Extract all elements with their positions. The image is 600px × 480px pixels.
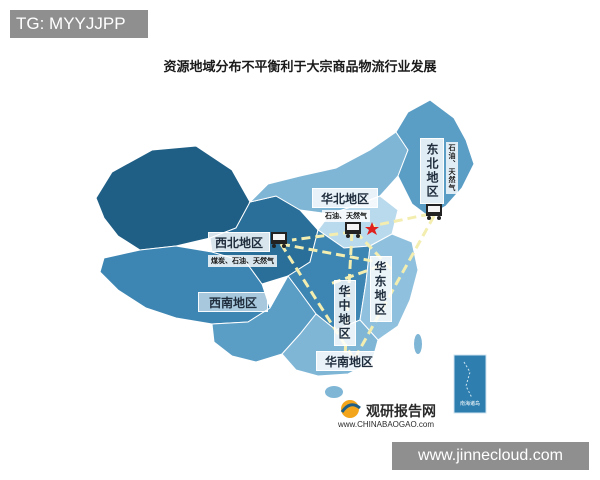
label-north: 华北地区 — [312, 188, 378, 208]
truck-icon — [271, 232, 287, 248]
route-north-nw — [291, 230, 353, 242]
route-nw-south — [279, 243, 354, 357]
label-northeast: 东北地区 — [420, 138, 444, 204]
truck-icon — [345, 222, 361, 238]
label-south: 华南地区 — [316, 351, 382, 371]
label-central: 华中地区 — [334, 280, 356, 346]
label-southwest: 西南地区 — [198, 292, 268, 312]
island-taiwan — [414, 334, 422, 354]
label-north-resources: 石油、天然气 — [322, 210, 370, 222]
bottom-watermark: www.jinnecloud.com — [392, 442, 589, 470]
route-ne-north — [371, 212, 431, 228]
south-china-sea-inset — [453, 354, 487, 414]
label-northwest: 西北地区 — [208, 232, 270, 252]
inset-label: 南海诸岛 — [460, 401, 481, 407]
logo-name: 观研报告网 — [366, 404, 436, 420]
truck-icon — [426, 204, 442, 220]
top-watermark: TG: MYYJJPP — [10, 10, 148, 38]
route-nw-east — [280, 242, 379, 264]
map-title: 资源地域分布不平衡利于大宗商品物流行业发展 — [163, 60, 437, 75]
label-northeast-resources: 石油、天然气 — [446, 142, 458, 194]
capital-star-icon — [365, 222, 379, 235]
logo-url: www.CHINABAOGAO.com — [338, 420, 435, 429]
label-northwest-resources: 煤炭、石油、天然气 — [208, 255, 277, 267]
logo-icon — [340, 400, 361, 418]
label-east: 华东地区 — [370, 256, 392, 322]
island-hainan — [325, 386, 343, 398]
